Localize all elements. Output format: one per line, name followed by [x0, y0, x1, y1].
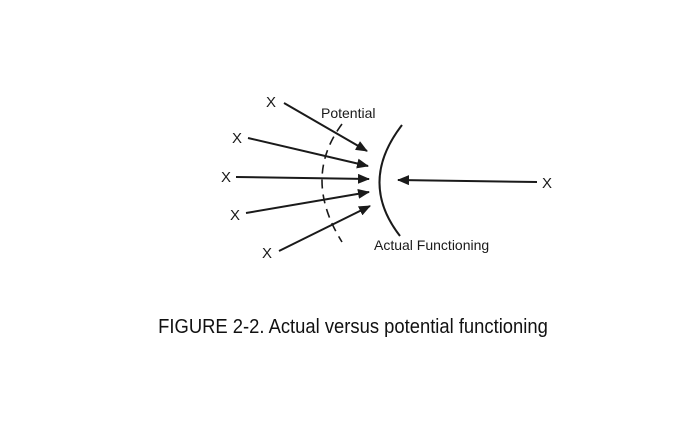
figure-caption: FIGURE 2-2. Actual versus potential func… — [158, 316, 548, 338]
source-marker-left-5: X — [262, 245, 272, 262]
left-arrow-4 — [245, 188, 370, 214]
source-marker-right: X — [542, 175, 552, 192]
left-arrow-5 — [278, 205, 371, 252]
source-marker-left-4: X — [230, 207, 240, 224]
actual-functioning-label: Actual Functioning — [374, 237, 489, 253]
source-marker-left-2: X — [232, 130, 242, 147]
potential-label: Potential — [321, 105, 375, 121]
left-arrow-2 — [247, 137, 369, 169]
left-arrow-1 — [283, 102, 368, 152]
right-arrow — [397, 175, 538, 186]
source-marker-left-1: X — [266, 94, 276, 111]
left-arrow-3 — [235, 173, 370, 184]
actual-functioning-arc — [378, 124, 403, 237]
potential-arc — [321, 123, 343, 243]
source-marker-left-3: X — [221, 169, 231, 186]
